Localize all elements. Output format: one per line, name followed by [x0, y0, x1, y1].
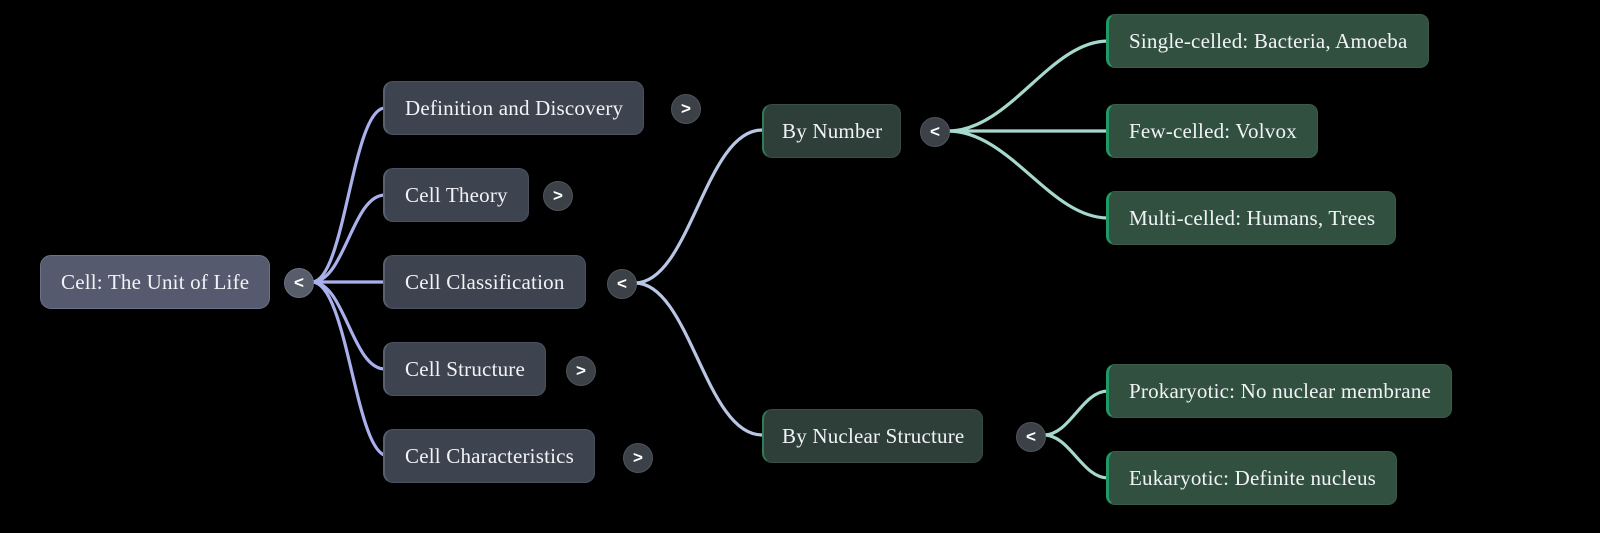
node-definition-and-discovery[interactable]: Definition and Discovery — [383, 81, 645, 135]
edge-by-number-to-multi-celled — [946, 129, 1110, 220]
edge-root-to-definition — [310, 106, 387, 284]
node-by-number[interactable]: By Number — [762, 104, 902, 158]
node-prokaryotic[interactable]: Prokaryotic: No nuclear membrane — [1106, 364, 1453, 418]
edge-root-to-cell-theory — [310, 193, 387, 284]
edge-by-nuclear-to-eukaryotic — [1042, 433, 1110, 480]
by-nuclear-structure-edges — [1042, 389, 1110, 480]
node-label: Prokaryotic: No nuclear membrane — [1129, 378, 1432, 403]
node-label: Multi-celled: Humans, Trees — [1129, 205, 1376, 230]
toggle-root[interactable]: < — [284, 268, 314, 298]
node-cell-classification[interactable]: Cell Classification — [383, 255, 586, 309]
root-edges — [310, 106, 390, 458]
chevron-right-icon: > — [576, 361, 586, 380]
chevron-left-icon: < — [1026, 427, 1036, 446]
chevron-left-icon: < — [294, 273, 304, 292]
node-multi-celled[interactable]: Multi-celled: Humans, Trees — [1106, 191, 1397, 245]
node-label: Cell Characteristics — [405, 443, 575, 468]
node-label: Eukaryotic: Definite nucleus — [1129, 465, 1377, 490]
toggle-definition-and-discovery[interactable]: > — [671, 94, 701, 124]
node-label: Cell Structure — [405, 356, 526, 381]
node-few-celled[interactable]: Few-celled: Volvox — [1106, 104, 1318, 158]
by-number-edges — [946, 39, 1110, 220]
node-cell-structure[interactable]: Cell Structure — [383, 342, 547, 396]
node-by-nuclear-structure[interactable]: By Nuclear Structure — [762, 409, 984, 463]
edge-root-to-characteristics — [310, 280, 390, 458]
edge-classification-to-by-number — [633, 128, 764, 285]
node-label: Few-celled: Volvox — [1129, 118, 1297, 143]
edge-root-to-structure — [310, 280, 387, 371]
toggle-by-number[interactable]: < — [920, 117, 950, 147]
node-label: Cell Theory — [405, 182, 508, 207]
node-label: Cell Classification — [405, 269, 565, 294]
edge-by-number-to-single-celled — [946, 39, 1110, 133]
toggle-cell-structure[interactable]: > — [566, 356, 596, 386]
classification-edges — [633, 128, 764, 437]
node-label: By Number — [782, 118, 883, 143]
node-root-label: Cell: The Unit of Life — [61, 269, 250, 294]
node-root[interactable]: Cell: The Unit of Life — [40, 255, 271, 309]
chevron-right-icon: > — [633, 448, 643, 467]
node-eukaryotic[interactable]: Eukaryotic: Definite nucleus — [1106, 451, 1398, 505]
node-label: By Nuclear Structure — [782, 423, 965, 448]
chevron-left-icon: < — [930, 122, 940, 141]
node-label: Single-celled: Bacteria, Amoeba — [1129, 28, 1408, 53]
edge-by-nuclear-to-prokaryotic — [1042, 389, 1110, 437]
toggle-by-nuclear-structure[interactable]: < — [1016, 422, 1046, 452]
chevron-right-icon: > — [681, 99, 691, 118]
chevron-right-icon: > — [553, 186, 563, 205]
chevron-left-icon: < — [617, 274, 627, 293]
toggle-cell-classification[interactable]: < — [607, 269, 637, 299]
node-label: Definition and Discovery — [405, 95, 624, 120]
toggle-cell-characteristics[interactable]: > — [623, 443, 653, 473]
edge-classification-to-by-nuclear-structure — [633, 281, 764, 437]
node-single-celled[interactable]: Single-celled: Bacteria, Amoeba — [1106, 14, 1429, 68]
node-cell-characteristics[interactable]: Cell Characteristics — [383, 429, 596, 483]
toggle-cell-theory[interactable]: > — [543, 181, 573, 211]
node-cell-theory[interactable]: Cell Theory — [383, 168, 529, 222]
